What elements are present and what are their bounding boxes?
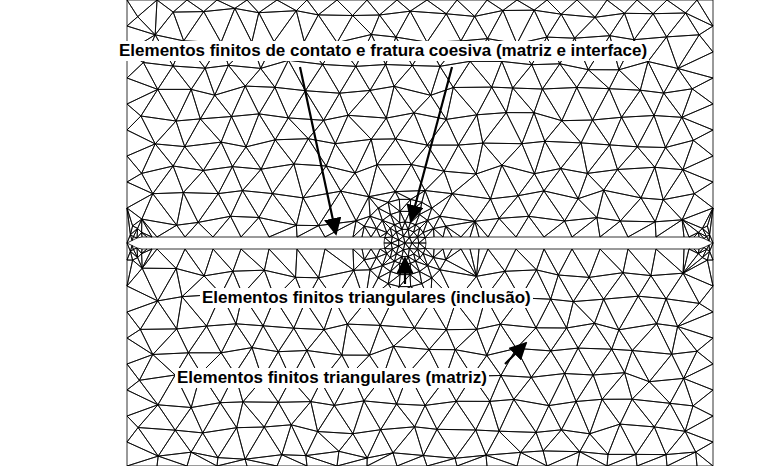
leader-arrow [411,67,452,221]
leader-arrow [505,343,526,364]
mesh-triangles [127,0,713,466]
callout-label: Elementos finitos de contato e fratura c… [117,41,649,61]
callout-label: Elementos finitos triangulares (matriz) [175,368,489,388]
leader-arrow [404,258,406,284]
callout-label: Elementos finitos triangulares (inclusão… [200,288,533,308]
leader-arrow [300,67,336,234]
